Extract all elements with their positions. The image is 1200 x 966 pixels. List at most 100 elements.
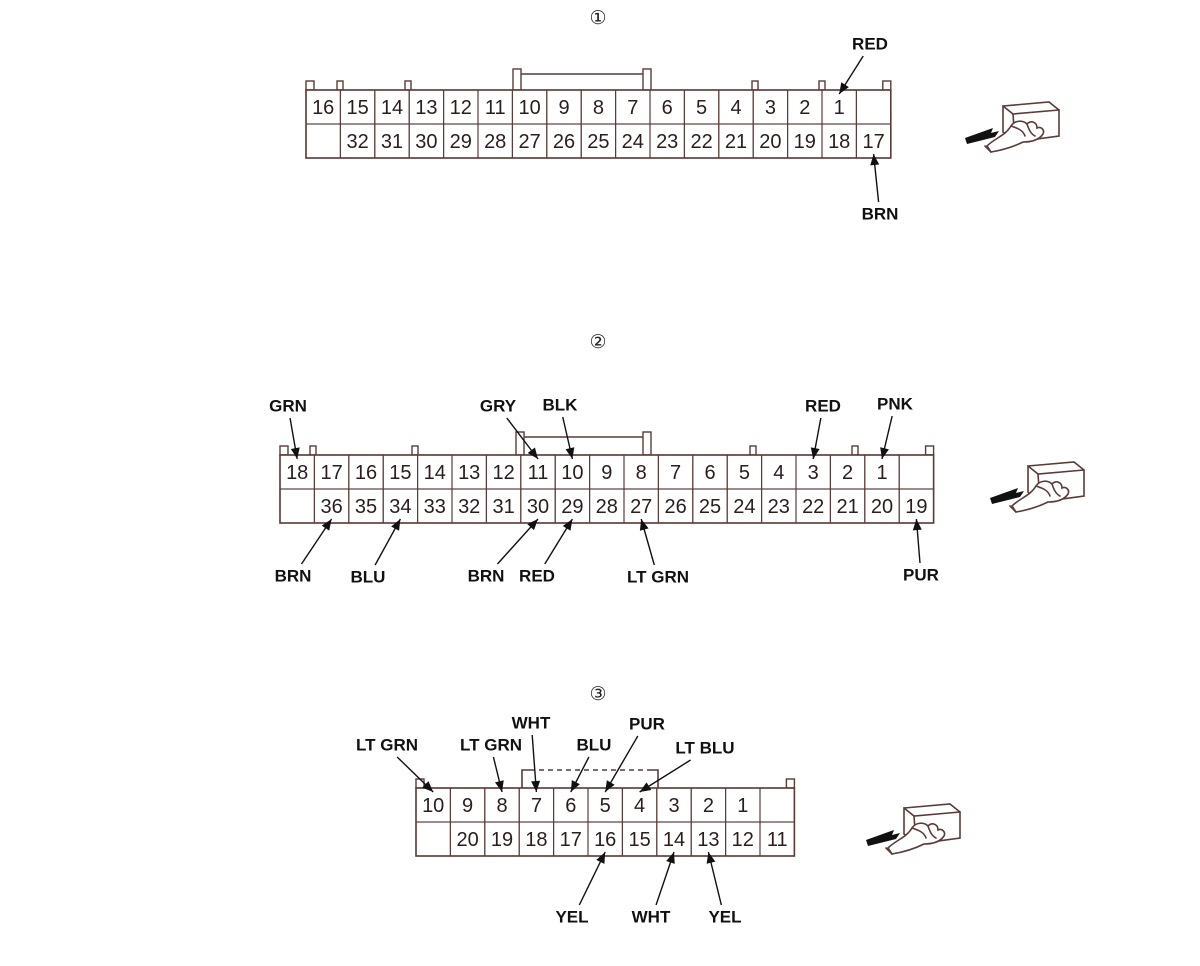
pin-15: 15 <box>346 97 368 119</box>
pin-2: 2 <box>703 795 714 817</box>
pin-16: 16 <box>312 97 334 119</box>
pin-16: 16 <box>355 462 377 484</box>
pin-12: 12 <box>732 829 754 851</box>
lock-tab <box>512 68 522 91</box>
pin-10: 10 <box>422 795 444 817</box>
connector-number: ① <box>589 7 606 29</box>
wire-color-label-pin-11: GRY <box>480 397 517 416</box>
pin-5: 5 <box>739 462 750 484</box>
pin-29: 29 <box>450 131 472 153</box>
pin-20: 20 <box>456 829 478 851</box>
pin-7: 7 <box>670 462 681 484</box>
wire-arrow-pin-14 <box>655 851 675 906</box>
pin-24: 24 <box>733 496 755 518</box>
wire-color-label-pin-34: BLU <box>351 568 386 587</box>
wire-arrow-pin-5 <box>604 735 639 793</box>
pin-29: 29 <box>561 496 583 518</box>
wire-color-label-pin-36: BRN <box>275 567 312 586</box>
pin-1: 1 <box>737 795 748 817</box>
terminal-side-view-icon <box>990 461 1085 513</box>
pin-36: 36 <box>320 496 342 518</box>
pin-7: 7 <box>531 795 542 817</box>
pin-30: 30 <box>527 496 549 518</box>
pin-33: 33 <box>424 496 446 518</box>
pin-31: 31 <box>492 496 514 518</box>
pin-23: 23 <box>768 496 790 518</box>
pin-16: 16 <box>594 829 616 851</box>
wire-arrow-pin-3 <box>810 417 822 460</box>
pin-27: 27 <box>518 131 540 153</box>
connector-number: ③ <box>589 683 606 705</box>
wire-color-label-pin-29: RED <box>519 567 555 586</box>
pin-4: 4 <box>634 795 645 817</box>
pin-22: 22 <box>690 131 712 153</box>
wire-arrow-pin-36 <box>300 518 333 565</box>
guide-tab <box>749 445 757 456</box>
pin-27: 27 <box>630 496 652 518</box>
wire-arrow-pin-11 <box>506 417 539 460</box>
pin-22: 22 <box>802 496 824 518</box>
pin-23: 23 <box>656 131 678 153</box>
wire-color-label-pin-6: BLU <box>577 736 612 755</box>
terminal-side-view-icon <box>965 101 1060 153</box>
guide-tab <box>404 80 412 91</box>
wire-color-label-pin-14: WHT <box>632 908 671 927</box>
pin-17: 17 <box>862 131 884 153</box>
wire-color-label-pin-18: GRN <box>269 397 307 416</box>
pin-15: 15 <box>628 829 650 851</box>
pin-18: 18 <box>525 829 547 851</box>
pin-14: 14 <box>663 829 685 851</box>
pin-14: 14 <box>424 462 446 484</box>
pin-2: 2 <box>842 462 853 484</box>
lock-tab <box>521 769 530 788</box>
pin-4: 4 <box>773 462 784 484</box>
pin-13: 13 <box>697 829 719 851</box>
pin-8: 8 <box>496 795 507 817</box>
pin-11: 11 <box>528 462 549 484</box>
pin-18: 18 <box>286 462 308 484</box>
wire-arrow-pin-8 <box>492 756 504 793</box>
pin-5: 5 <box>600 795 611 817</box>
pin-34: 34 <box>389 496 411 518</box>
wire-arrow-pin-1 <box>880 415 893 460</box>
pin-20: 20 <box>759 131 781 153</box>
pin-4: 4 <box>730 97 741 119</box>
pin-19: 19 <box>905 496 927 518</box>
pin-19: 19 <box>794 131 816 153</box>
pin-13: 13 <box>415 97 437 119</box>
wire-arrow-pin-34 <box>374 518 402 566</box>
pin-5: 5 <box>696 97 707 119</box>
wire-color-label-pin-10: BLK <box>543 396 579 415</box>
pin-2: 2 <box>799 97 810 119</box>
pin-6: 6 <box>662 97 673 119</box>
pin-9: 9 <box>558 97 569 119</box>
pin-15: 15 <box>389 462 411 484</box>
pin-3: 3 <box>808 462 819 484</box>
guide-tab <box>336 80 344 91</box>
wire-arrow-pin-29 <box>544 518 573 565</box>
pin-1: 1 <box>876 462 887 484</box>
pin-10: 10 <box>561 462 583 484</box>
wire-arrow-pin-18 <box>289 417 300 460</box>
wire-arrow-pin-17 <box>870 153 880 203</box>
pin-14: 14 <box>381 97 403 119</box>
pin-24: 24 <box>622 131 644 153</box>
guide-tab <box>751 80 759 91</box>
wire-color-label-pin-7: WHT <box>512 714 551 733</box>
pin-32: 32 <box>458 496 480 518</box>
wire-color-label-pin-27: LT GRN <box>627 568 689 587</box>
pin-28: 28 <box>484 131 506 153</box>
pin-25: 25 <box>587 131 609 153</box>
guide-tab <box>818 80 826 91</box>
wire-arrow-pin-1 <box>838 55 864 95</box>
pin-25: 25 <box>699 496 721 518</box>
wire-arrow-pin-16 <box>578 851 606 906</box>
guide-tab <box>411 445 419 456</box>
pin-35: 35 <box>355 496 377 518</box>
pin-32: 32 <box>346 131 368 153</box>
wire-color-label-pin-10: LT GRN <box>356 736 418 755</box>
